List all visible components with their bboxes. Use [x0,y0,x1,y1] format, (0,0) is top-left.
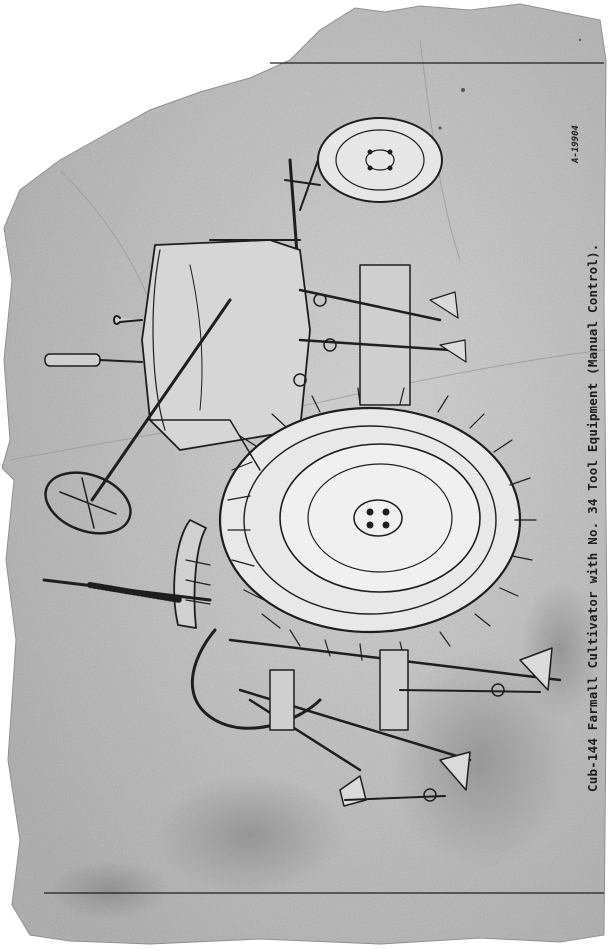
tractor-seat [173,519,207,629]
figure-number: A-19904 [571,125,581,163]
air-intake [113,315,143,325]
rear-wheel-icon [218,387,537,661]
front-wheel-icon [299,117,443,211]
hydraulic-hose [190,628,322,730]
cultivator-gang-front [293,264,467,406]
tractor-hood [141,239,311,451]
cultivator-shovel-icon [339,647,553,807]
steering-wheel-icon [44,471,132,535]
water-stains [50,580,600,920]
scan-specks [438,38,582,130]
tractor-illustration [42,117,562,807]
figure-caption: Cub-144 Farmall Cultivator with No. 34 T… [585,243,600,792]
exhaust-pipe [44,353,101,367]
